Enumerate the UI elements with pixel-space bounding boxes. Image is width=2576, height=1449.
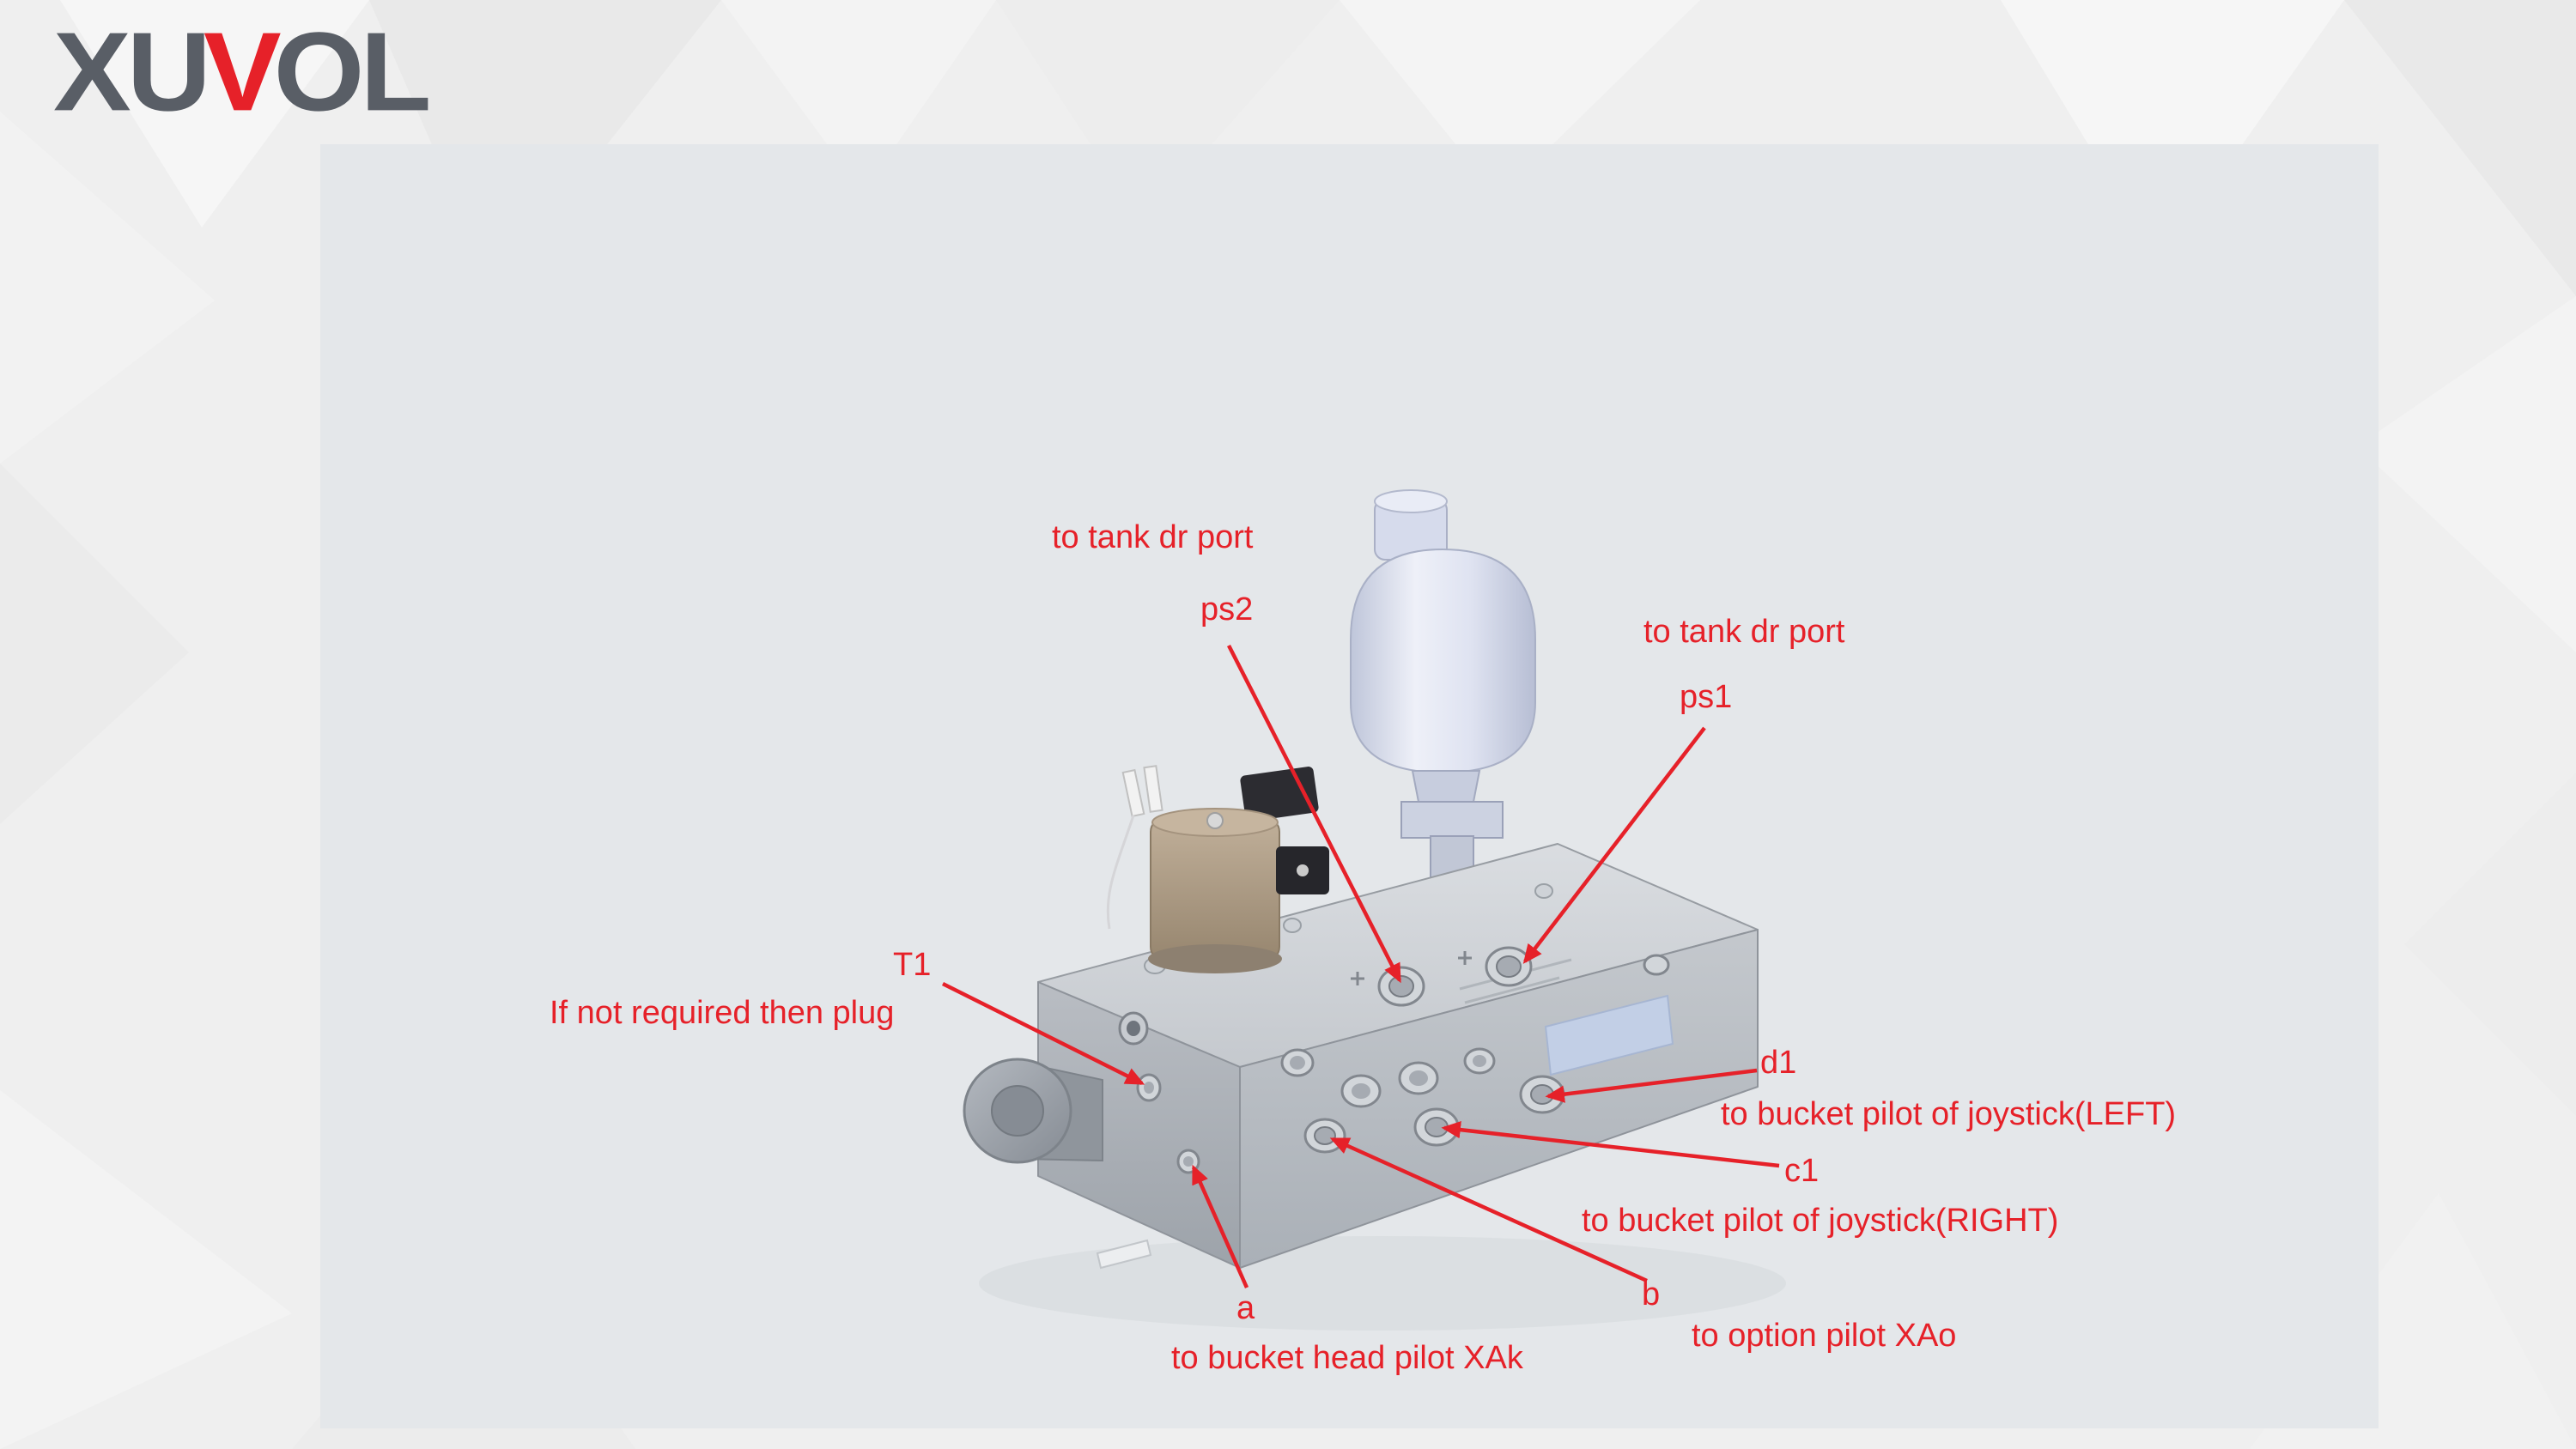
leader-arrow-t1 [941,981,1145,1086]
solenoid-wire [1106,815,1135,930]
plus-mark [1351,951,1472,985]
port-d1 [1519,1075,1565,1114]
model-label-plate [1544,994,1674,1076]
callout-c1-description: to bucket pilot of joystick(RIGHT) [1582,1203,2059,1239]
logo-text-left: XU [53,9,211,135]
valve-port [1340,1074,1382,1108]
brand-logo: XUVOL [53,15,432,128]
left-face-ports [1118,1011,1200,1174]
valve-port [1280,1048,1315,1077]
port-a [1176,1149,1200,1174]
leader-arrow-a [1191,1164,1249,1288]
mounting-tab [1096,1239,1152,1270]
callout-ps2-port-label: ps2 [1200,591,1254,627]
callout-b-port-label: b [1642,1276,1661,1313]
leader-arrow-d1 [1545,1068,1758,1103]
valve-port [1463,1047,1496,1075]
solenoid-coil [1150,817,1280,961]
callout-ps2-description: to tank dr port [1052,519,1254,555]
accumulator-fitting [1400,801,1504,839]
leader-arrows [941,644,1780,1288]
side-cylinder [963,1058,1103,1164]
wire-tab [1121,768,1145,818]
accumulator [1350,489,1536,880]
leader-arrow-c1 [1441,1121,1780,1168]
port-b [1303,1118,1346,1154]
wire-tab [1143,765,1163,813]
solenoid-valve [1106,765,1329,973]
logo-accent-letter: V [203,9,282,135]
leader-arrow-b [1329,1137,1648,1283]
logo-text-right: OL [273,9,432,135]
leader-arrow-ps2 [1226,644,1402,984]
callout-d1-description: to bucket pilot of joystick(LEFT) [1721,1096,2177,1132]
callout-ps1-port-label: ps1 [1680,679,1733,715]
callout-a-port-label: a [1236,1290,1255,1326]
drain-hole [1118,1011,1149,1046]
callout-c1-port-label: c1 [1784,1153,1820,1189]
callout-t1-description: If not required then plug [550,995,895,1031]
leader-arrow-ps1 [1522,726,1706,964]
callout-ps1-description: to tank dr port [1643,614,1845,650]
port-ps2 [1377,966,1425,1007]
callout-t1-port-label: T1 [893,947,932,983]
valve-port [1398,1061,1439,1095]
valve-port [1643,954,1670,976]
callout-a-description: to bucket head pilot XAk [1171,1340,1523,1376]
port-t1 [1136,1073,1162,1102]
port-ps1 [1485,946,1533,987]
ground-shadow [979,1236,1786,1331]
callout-b-description: to option pilot XAo [1692,1318,1957,1354]
accumulator-body [1350,548,1536,774]
callout-d1-port-label: d1 [1760,1045,1797,1081]
